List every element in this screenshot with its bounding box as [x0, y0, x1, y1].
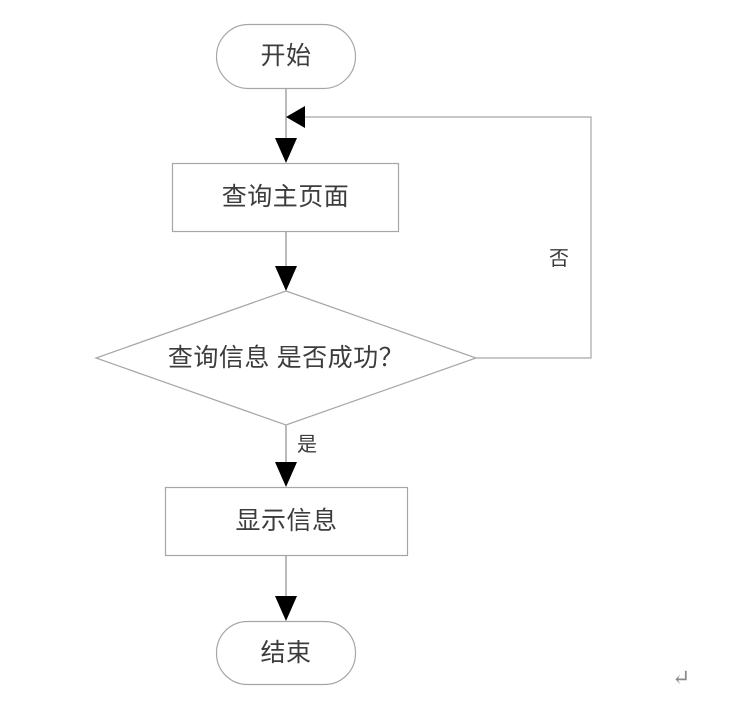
node-process2-shape[interactable] — [164, 486, 409, 557]
paragraph-return-icon: ↵ — [672, 665, 691, 690]
node-end-shape[interactable] — [215, 620, 357, 686]
edge-decision-no-arrowhead — [286, 106, 305, 128]
node-start-shape[interactable] — [215, 23, 357, 90]
edge-decision-to-process2-arrowhead — [275, 462, 297, 487]
edge-process1-to-decision-arrowhead — [275, 266, 297, 291]
edge-label-no: 否 — [549, 248, 569, 270]
edge-start-to-process1-arrowhead — [275, 138, 297, 163]
node-decision-shape[interactable] — [94, 290, 478, 426]
node-process1-shape[interactable] — [171, 162, 400, 233]
edge-process2-to-end-arrowhead — [275, 596, 297, 621]
edge-decision-no-loop-line — [305, 116, 592, 359]
edge-label-yes: 是 — [297, 434, 317, 456]
